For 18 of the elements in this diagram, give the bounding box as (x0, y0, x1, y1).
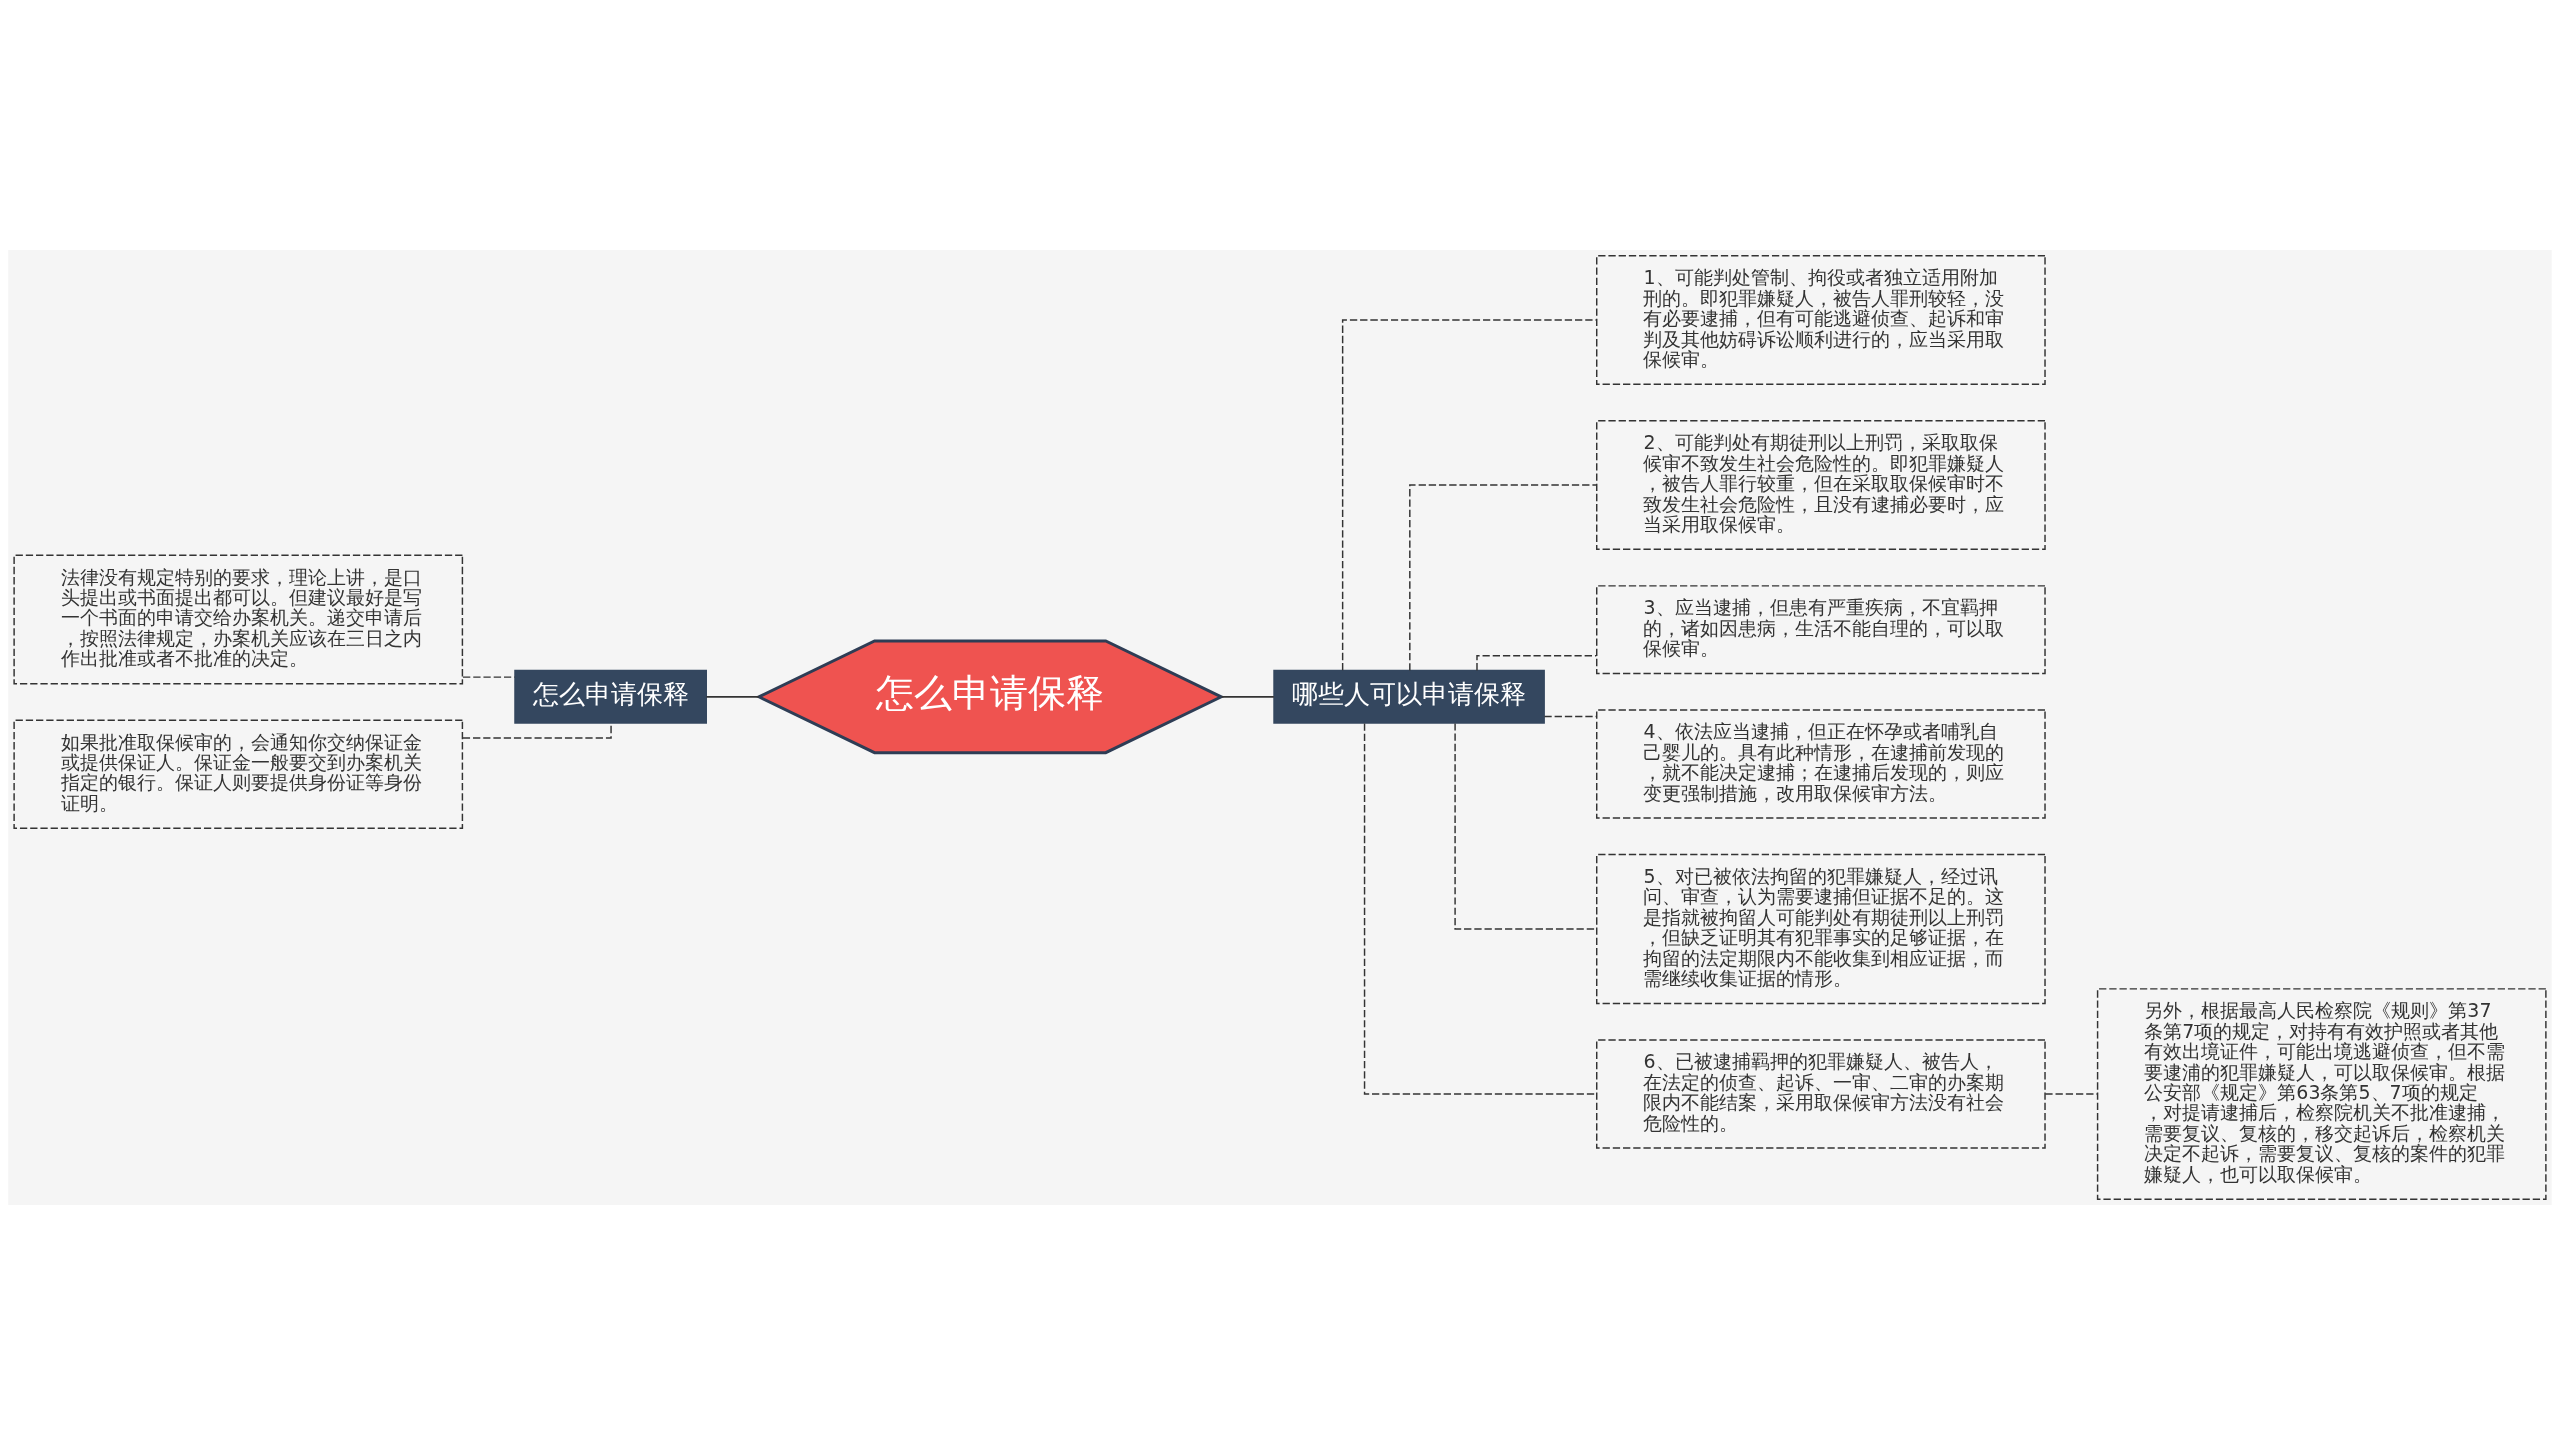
node-box: 2、可能判处有期徒刑以上刑罚，采取取保候审不致发生社会危险性的。即犯罪嫌疑人，被告人罪行较重，但在采取取保候审时不致发生社会危险性，且没有逮捕必要时，应当采用取保候审。 (1596, 419, 2046, 550)
node-box: 1、可能判处管制、拘役或者独立适用附加刑的。即犯罪嫌疑人，被告人罪刑较轻，没有必要逮捕，但有可能逃避侦查、起诉和审判及其他妨碍诉讼顺利进行的，应当采用取保候审。 (1596, 254, 2046, 385)
connector (1220, 695, 1275, 698)
node-box: 5、对已被依法拘留的犯罪嫌疑人，经过讯问、审查，认为需要逮捕但证据不足的。这是指就被拘留人可能判处有期徒刑以上刑罚，但缺乏证明其有犯罪事实的足够证据，在拘留的法定期限内不能收集到相应证据，而需继续收集证据的情形。 (1596, 853, 2046, 1004)
connector (705, 695, 760, 698)
node-box: 另外，根据最高人民检察院《规则》第37条第7项的规定，对持有有效护照或者其他有效出境证件，可能出境逃避侦查，但不需要逮浦的犯罪嫌疑人，可以取保候审。根据公安部《规定》第63条第5、7项的规定，对提请逮捕后，检察院机关不批准逮捕，需要复议、复核的，移交起诉后，检察机关决定不起诉，需要复议、复核的案件的犯罪嫌疑人，也可以取保候审。 (2096, 987, 2547, 1200)
node-box: 怎么申请保释 (514, 669, 707, 724)
connector (1409, 483, 1598, 671)
connector (2044, 1092, 2099, 1095)
node-box: 法律没有规定特别的要求，理论上讲，是口头提出或书面提出都可以。但建议最好是写一个书面的申请交给办案机关。递交申请后，按照法律规定，办案机关应该在三日之内作出批准或者不批准的决定。 (13, 553, 464, 684)
node-box: 4、依法应当逮捕，但正在怀孕或者哺乳自己婴儿的。具有此种情形，在逮捕前发现的，就不能决定逮捕；在逮捕后发现的，则应变更强制措施，改用取保候审方法。 (1596, 708, 2046, 819)
node-box: 如果批准取保候审的，会通知你交纳保证金或提供保证人。保证金一般要交到办案机关指定的银行。保证人则要提供身份证等身份证明。 (13, 718, 464, 829)
node-box: 6、已被逮捕羁押的犯罪嫌疑人、被告人，在法定的侦查、起诉、一审、二审的办案期限内不能结案，采用取保候审方法没有社会危险性的。 (1596, 1038, 2046, 1149)
connector (1476, 654, 1598, 671)
node-box: 哪些人可以申请保释 (1273, 669, 1545, 724)
node-box: 3、应当逮捕，但患有严重疾病，不宜羁押的，诸如因患病，生活不能自理的，可以取保候审。 (1596, 584, 2046, 674)
connector (462, 675, 516, 678)
connector (1341, 318, 1598, 671)
